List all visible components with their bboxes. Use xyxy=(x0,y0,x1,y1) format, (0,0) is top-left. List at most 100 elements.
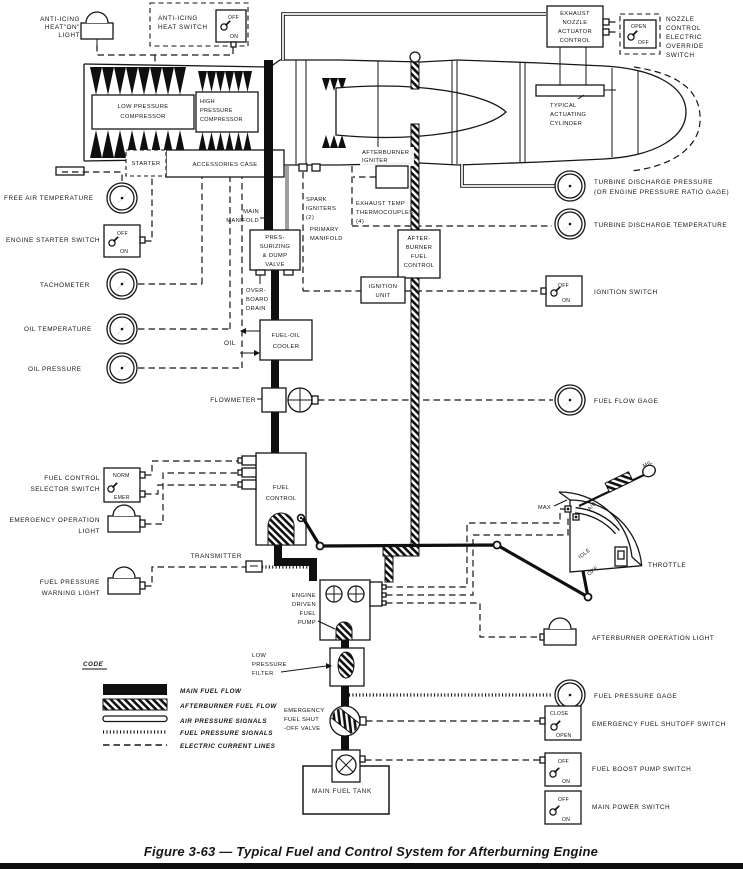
mechanical-linkage xyxy=(301,517,593,602)
svg-text:OFF: OFF xyxy=(558,797,569,803)
svg-text:BURNER: BURNER xyxy=(406,245,433,251)
override-switch-label: OVERRIDE xyxy=(666,43,704,50)
fuel-pressure-warning-light: FUEL PRESSURE WARNING LIGHT xyxy=(40,566,146,597)
afterburner-operation-light-icon xyxy=(543,617,577,646)
svg-text:VALVE: VALVE xyxy=(265,262,285,268)
svg-text:FUEL PRESSURE GAGE: FUEL PRESSURE GAGE xyxy=(594,693,677,700)
svg-text:FUEL-OIL: FUEL-OIL xyxy=(272,333,301,339)
svg-text:AFTERBURNER FUEL FLOW: AFTERBURNER FUEL FLOW xyxy=(179,703,277,710)
nozzle-override-switch: OPEN OFF NOZZLE CONTROL ELECTRIC OVERRID… xyxy=(619,13,704,59)
svg-text:EMERGENCY OPERATION: EMERGENCY OPERATION xyxy=(10,517,100,524)
lp-compressor-label: LOW PRESSURE xyxy=(118,104,169,110)
actuating-cylinder-label: TYPICAL ACTUATING CYLINDER xyxy=(546,94,608,128)
main-power-switch: OFF ON MAIN POWER SWITCH xyxy=(544,790,670,825)
fuel-pressure-signal-lines xyxy=(262,565,552,697)
svg-text:ON: ON xyxy=(562,817,570,823)
shutoff-valve-label: FUEL SHUT xyxy=(284,717,319,723)
free-air-temperature-label: FREE AIR TEMPERATURE xyxy=(4,195,94,202)
main-manifold-label: MAIN xyxy=(243,209,259,215)
anti-icing-light-label: LIGHT xyxy=(58,32,80,39)
svg-text:AFTERBURNER OPERATION LIGHT: AFTERBURNER OPERATION LIGHT xyxy=(592,635,714,642)
figure-caption: Figure 3-63 — Typical Fuel and Control S… xyxy=(144,844,598,859)
primary-manifold-label: MANIFOLD xyxy=(310,236,343,242)
fuel-boost-pump-switch: OFF ON FUEL BOOST PUMP SWITCH xyxy=(539,752,691,787)
legend-title: CODE xyxy=(83,661,103,668)
svg-text:ON: ON xyxy=(562,779,570,785)
svg-text:IGNITION: IGNITION xyxy=(369,284,398,290)
thermocouples-label: THERMOCOUPLES xyxy=(356,210,413,216)
flowmeter-label: FLOWMETER xyxy=(210,397,256,404)
nozzle-open-outline xyxy=(630,66,701,172)
engine-starter-switch-label: ENGINE STARTER SWITCH xyxy=(6,237,100,244)
engine-illustration: LOW PRESSURE COMPRESSOR HIGH PRESSURE CO… xyxy=(55,47,701,178)
legend: CODE MAIN FUEL FLOW AFTERBURNER FUEL FLO… xyxy=(82,661,277,750)
low-pressure-filter: LOW PRESSURE FILTER xyxy=(252,647,365,687)
flowmeter: FLOWMETER xyxy=(210,387,319,413)
free-air-temperature: FREE AIR TEMPERATURE xyxy=(4,182,138,214)
svg-text:SELECTOR SWITCH: SELECTOR SWITCH xyxy=(30,486,100,493)
tachometer-label: TACHOMETER xyxy=(40,282,90,289)
override-switch-label: NOZZLE xyxy=(666,16,695,23)
svg-text:AIR PRESSURE SIGNALS: AIR PRESSURE SIGNALS xyxy=(179,718,267,725)
filter-label: PRESSURE xyxy=(252,662,287,668)
svg-text:PRES-: PRES- xyxy=(265,235,284,241)
svg-text:OFF: OFF xyxy=(117,231,128,237)
svg-text:NORM: NORM xyxy=(113,473,130,479)
ignition-switch-label: IGNITION SWITCH xyxy=(594,289,658,296)
svg-text:OFF: OFF xyxy=(558,283,569,289)
anti-icing-light-label: HEAT"ON" xyxy=(45,24,80,31)
emergency-operation-light-icon xyxy=(107,504,141,533)
turbine-discharge-temperature-gauge-icon xyxy=(554,208,586,240)
tailpipe xyxy=(603,65,687,160)
electric-lines xyxy=(62,21,620,761)
filter-label: LOW xyxy=(252,653,266,659)
shutoff-valve-label: EMERGENCY xyxy=(284,708,325,714)
fuel-pressure-gage: FUEL PRESSURE GAGE xyxy=(554,679,677,711)
primary-manifold-label: PRIMARY xyxy=(310,227,339,233)
throttle-ab-label: A/B xyxy=(587,501,598,512)
fuel-pump-label: FUEL xyxy=(300,611,317,617)
oil-pressure: OIL PRESSURE xyxy=(28,352,138,384)
efs-switch-label: EMERGENCY FUEL SHUTOFF SWITCH xyxy=(592,721,726,728)
turbine-discharge-pressure-gauge-icon xyxy=(554,170,586,202)
override-switch-label: ELECTRIC xyxy=(666,34,702,41)
pressurizing-dump-valve: PRES- SURIZING & DUMP VALVE OVER- BOARD … xyxy=(246,229,301,312)
lp-compressor-label: COMPRESSOR xyxy=(120,114,165,120)
turbine-cone xyxy=(335,85,507,139)
hp-compressor-label: HIGH xyxy=(200,99,215,105)
enac-label: NOZZLE xyxy=(563,20,588,26)
svg-text:CONTROL: CONTROL xyxy=(266,496,297,502)
hp-compressor-label: PRESSURE xyxy=(200,108,233,114)
svg-text:MAIN FUEL FLOW: MAIN FUEL FLOW xyxy=(180,688,242,695)
pump-element-icon xyxy=(325,585,343,603)
ab-igniter-box xyxy=(375,165,409,189)
fuel-pump-label: ENGINE xyxy=(292,593,316,599)
svg-text:TURBINE DISCHARGE PRESSURE: TURBINE DISCHARGE PRESSURE xyxy=(594,179,713,186)
turbine-discharge-pressure: TURBINE DISCHARGE PRESSURE (OR ENGINE PR… xyxy=(554,170,729,202)
svg-text:FUEL: FUEL xyxy=(411,254,428,260)
legend-air-pressure-swatch xyxy=(102,715,168,723)
main-fuel-lines xyxy=(264,60,349,752)
accessories-case-label: ACCESSORIES CASE xyxy=(193,162,258,168)
manifold-labels: MAIN MANIFOLD SPARK IGNITERS (2) PRIMARY… xyxy=(226,147,414,242)
svg-text:WARNING LIGHT: WARNING LIGHT xyxy=(42,590,100,597)
air-pressure-signal-lines xyxy=(281,12,556,231)
fuel-pump-label: PUMP xyxy=(298,620,316,626)
svg-text:EMER: EMER xyxy=(114,495,130,501)
svg-text:LIGHT: LIGHT xyxy=(78,528,100,535)
ignition-unit: IGNITION UNIT xyxy=(360,276,406,304)
power-switch-label: MAIN POWER SWITCH xyxy=(592,804,670,811)
svg-text:FUEL FLOW GAGE: FUEL FLOW GAGE xyxy=(594,398,658,405)
tachometer: TACHOMETER xyxy=(40,268,138,300)
svg-text:FUEL CONTROL: FUEL CONTROL xyxy=(44,475,100,482)
svg-text:ON: ON xyxy=(562,298,570,304)
ab-igniter-label: IGNITER xyxy=(362,158,388,164)
spark-igniters-label: (2) xyxy=(306,215,314,221)
throttle-quadrant: MAX A/B MIL IDLE OFF THROTTLE xyxy=(538,460,686,578)
spark-igniter-plug xyxy=(298,163,308,172)
afterburner-operation-light: AFTERBURNER OPERATION LIGHT xyxy=(539,617,714,646)
boost-pump xyxy=(331,749,366,783)
transmitter-label: TRANSMITTER xyxy=(191,553,243,560)
shutoff-valve-label: -OFF VALVE xyxy=(284,726,320,732)
spark-igniter-plug xyxy=(311,163,321,172)
